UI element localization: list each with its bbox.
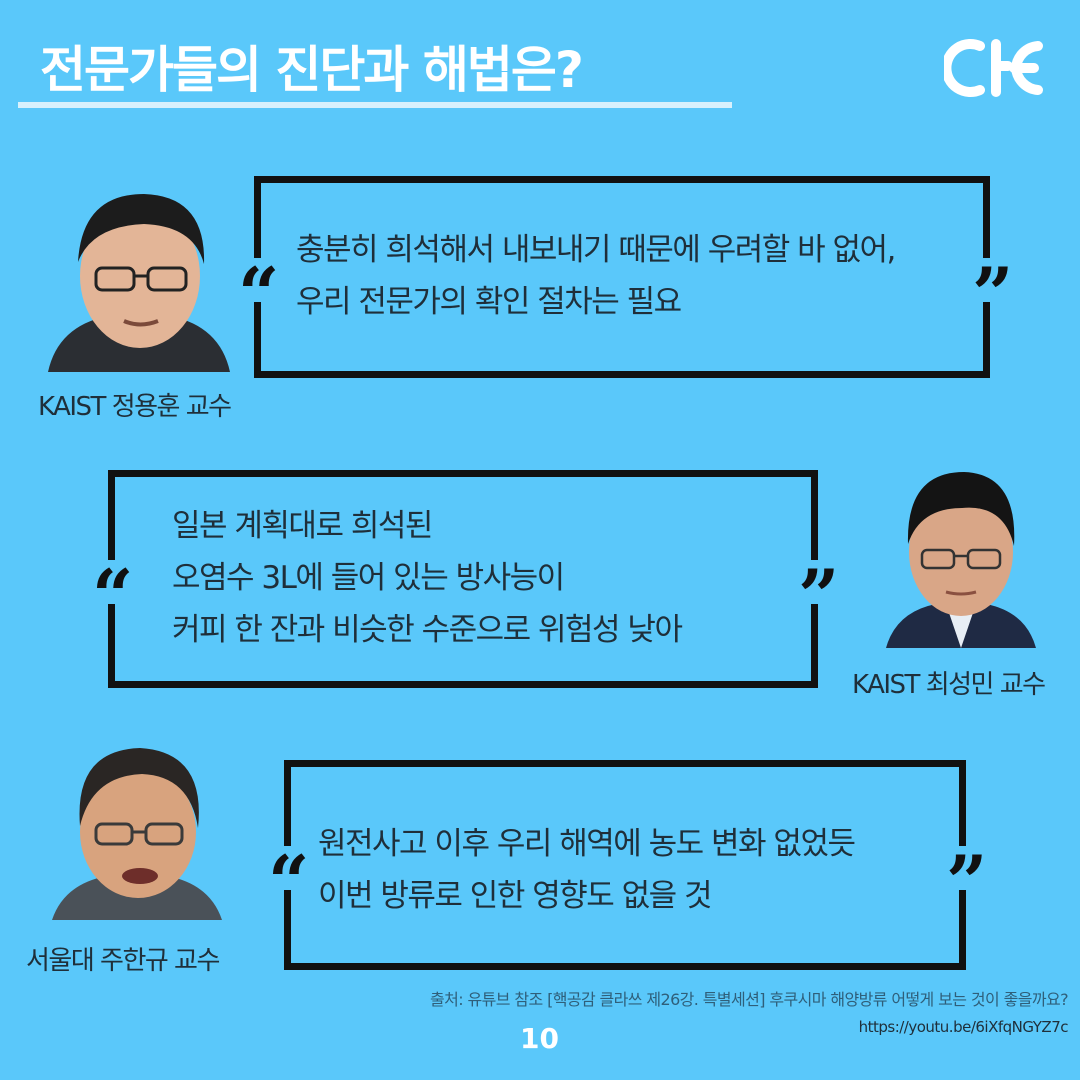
page-number: 10 <box>520 1022 559 1055</box>
title-underline <box>18 102 732 108</box>
quote-line: 오염수 3L에 들어 있는 방사능이 <box>172 560 565 596</box>
source-url[interactable]: https://youtu.be/6iXfqNGYZ7c <box>858 1018 1069 1036</box>
quote-open-mark: “ <box>236 258 282 302</box>
speaker-name: KAIST 최성민 교수 <box>852 670 1046 700</box>
logo-c-shape <box>944 39 985 97</box>
speaker-name: 서울대 주한규 교수 <box>26 946 220 976</box>
cfe-logo <box>944 39 1043 97</box>
page-title: 전문가들의 진단과 해법은? <box>40 41 584 99</box>
quote-close-mark: ” <box>796 560 842 604</box>
quote-open-mark: “ <box>90 560 136 604</box>
avatar-choi-sung-min <box>886 452 1036 648</box>
quote-line: 원전사고 이후 우리 해역에 농도 변화 없었듯 <box>318 826 856 862</box>
avatar-joo-han-gyu <box>52 736 222 920</box>
avatar-jung-yong-hoon <box>48 176 230 372</box>
quote-line: 일본 계획대로 희석된 <box>172 508 433 544</box>
quote-line: 충분히 희석해서 내보내기 때문에 우려할 바 없어, <box>296 232 896 268</box>
quote-open-mark: “ <box>266 846 312 890</box>
source-citation: 출처: 유튜브 참조 [핵공감 클라쓰 제26강. 특별세션] 후쿠시마 해양방… <box>429 990 1069 1009</box>
quote-line: 우리 전문가의 확인 절차는 필요 <box>296 284 682 320</box>
quote-line: 이번 방류로 인한 영향도 없을 것 <box>318 878 713 914</box>
quote-line: 커피 한 잔과 비슷한 수준으로 위험성 낮아 <box>172 612 683 648</box>
speaker-name: KAIST 정용훈 교수 <box>38 392 232 422</box>
quote-close-mark: ” <box>970 258 1016 302</box>
quote-close-mark: ” <box>944 846 990 890</box>
